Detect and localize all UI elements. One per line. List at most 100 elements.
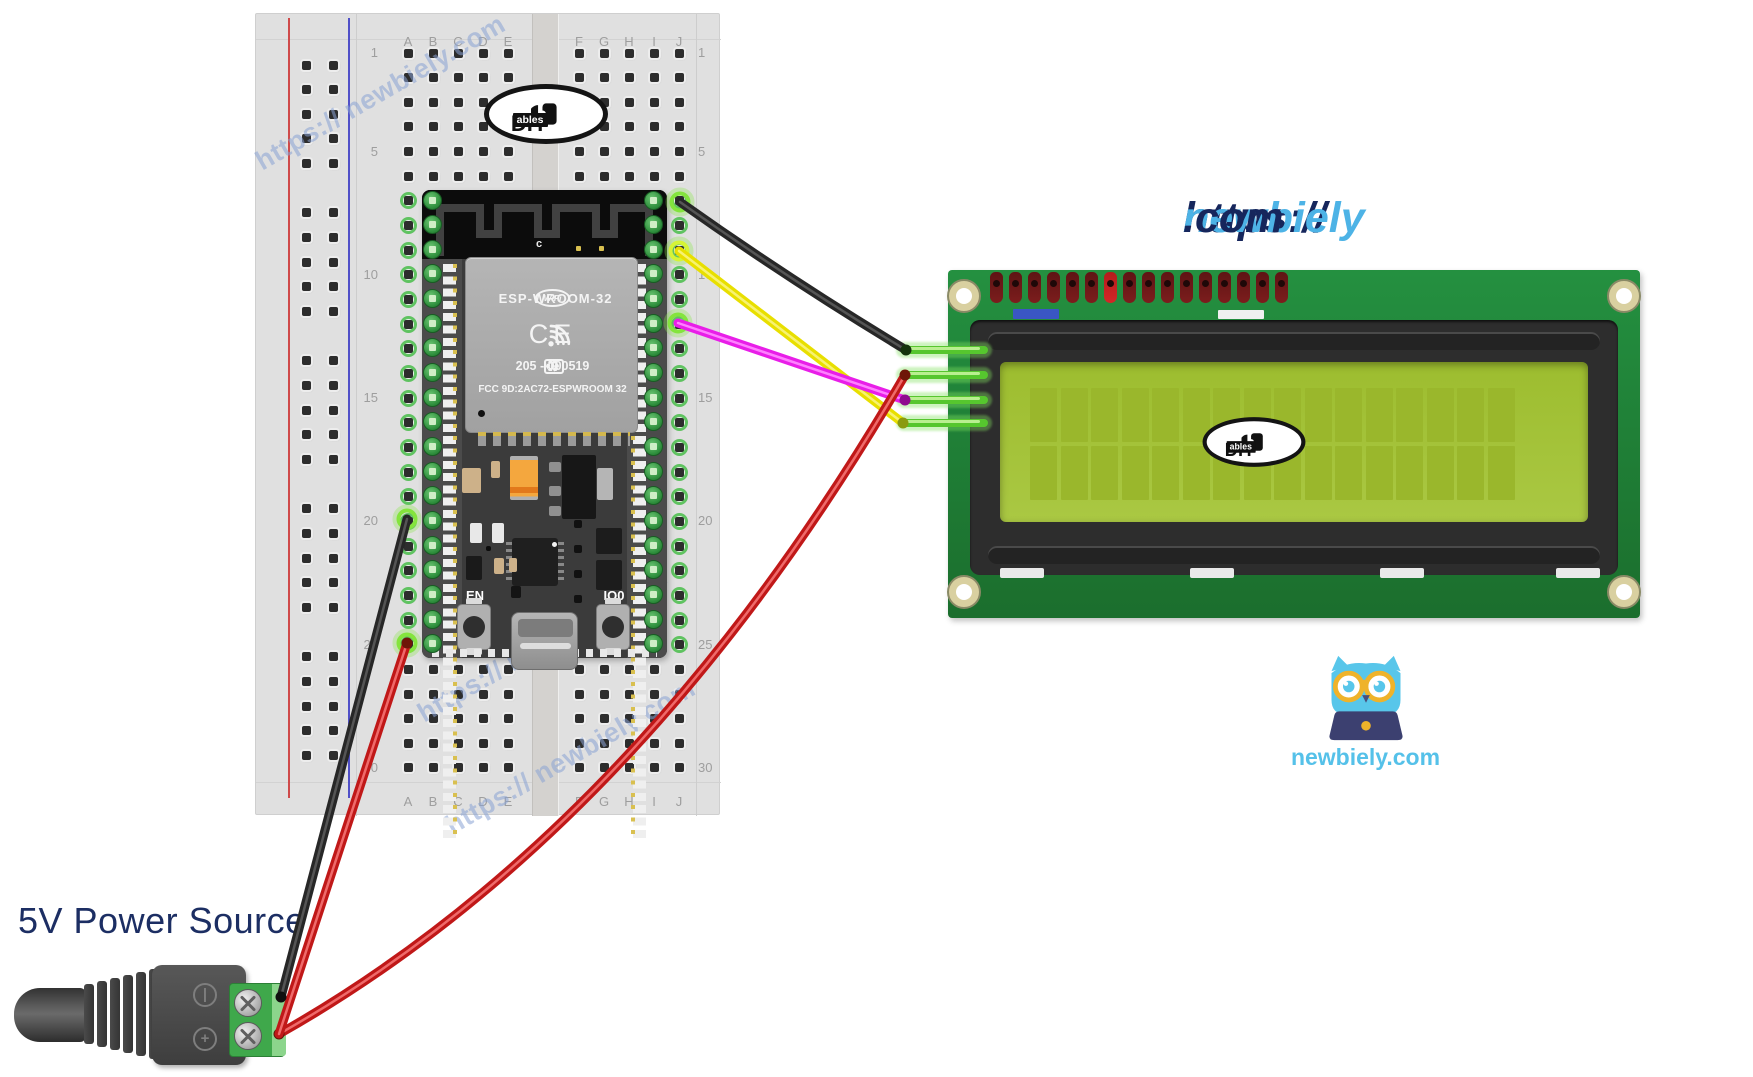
connected-hole-ring (399, 438, 417, 456)
smd-dot (574, 570, 582, 578)
mounting-hole (947, 575, 981, 609)
power-rail-hole (301, 454, 311, 464)
esp32-pin (422, 190, 442, 210)
antenna-test-pad (576, 246, 581, 251)
lcd-pin (1141, 272, 1155, 303)
connected-hole-ring (399, 389, 417, 407)
power-rail-hole (301, 109, 311, 119)
breadboard-hole (574, 714, 584, 724)
power-rail-hole (301, 652, 311, 662)
breadboard-hole (478, 763, 488, 773)
breadboard-hole (453, 122, 463, 132)
connected-hole-ring (399, 562, 417, 580)
char-cell (1121, 446, 1149, 500)
plug-rib (136, 972, 146, 1056)
connected-hole-ring (399, 537, 417, 555)
connected-hole-ring (670, 636, 688, 654)
char-cell (1335, 446, 1362, 500)
mounting-hole (947, 279, 981, 313)
breadboard-hole (599, 73, 609, 83)
esp32-pin (643, 412, 663, 432)
breadboard-hole (599, 763, 609, 773)
breadboard-hole (453, 171, 463, 181)
column-label-C: C (453, 34, 463, 49)
power-rail-hole (328, 60, 338, 70)
connected-hole-ring (670, 266, 688, 284)
power-rail-hole (301, 257, 311, 267)
breadboard-hole (428, 122, 438, 132)
small-ic (511, 586, 521, 598)
polarity-positive-icon: + (193, 1027, 217, 1051)
lcd1602-display: DIY ables (947, 270, 1641, 618)
breadboard-hole (403, 714, 413, 724)
antenna-trace-icon (436, 204, 653, 256)
lcd-leg (900, 396, 988, 404)
esp32-pin (422, 387, 442, 407)
power-rail-hole (328, 282, 338, 292)
connected-hole-ring (670, 414, 688, 432)
breadboard-hole (403, 171, 413, 181)
esp32-pin (422, 289, 442, 309)
antenna-label: c (536, 238, 543, 250)
lcd-pin (1160, 272, 1174, 303)
breadboard-hole (478, 48, 488, 58)
connected-hole-ring (670, 611, 688, 629)
esp32-pin (422, 584, 442, 604)
power-rail-hole (301, 405, 311, 415)
esp-wroom-32-shield: WiFi ESP-WROOM-32 CE ♻ R 205 - 000519 (465, 257, 638, 433)
usb-opening (518, 619, 573, 637)
breadboard-hole (624, 97, 634, 107)
power-rail-hole (301, 208, 311, 218)
chip-pins-right (558, 542, 564, 582)
breadboard-hole (599, 48, 609, 58)
small-component (509, 558, 517, 572)
row-number-15: 15 (698, 390, 713, 406)
power-rail-hole (328, 454, 338, 464)
connected-hole-ring (670, 537, 688, 555)
breadboard-hole (453, 73, 463, 83)
row-number-30: 30 (698, 759, 713, 775)
polarity-negative-icon: | (193, 983, 217, 1007)
lcd-pin (1274, 272, 1288, 303)
breadboard-hole (478, 97, 488, 107)
lcd-pin (1217, 272, 1231, 303)
row-number-25: 25 (363, 636, 378, 652)
terminal-screw (234, 1022, 262, 1050)
char-cell (1426, 446, 1454, 500)
power-rail-hole (328, 430, 338, 440)
esp32-pin (643, 338, 663, 358)
row-number-20: 20 (363, 513, 378, 529)
wifi-arcs-icon (547, 324, 570, 347)
breadboard-hole (599, 664, 609, 674)
breadboard-hole (428, 48, 438, 58)
breadboard-hole (649, 763, 659, 773)
esp32-pin (643, 461, 663, 481)
power-rail-hole (328, 208, 338, 218)
lcd-leg-highlight (906, 372, 980, 375)
breadboard-hole (649, 738, 659, 748)
chip-pin1-dot (552, 542, 557, 547)
small-component (491, 461, 500, 478)
lcd-leg-highlight (906, 420, 980, 423)
column-label-A: A (403, 34, 413, 49)
esp32-pin (643, 609, 663, 629)
boot-button (596, 604, 630, 650)
esp32-pin (643, 634, 663, 654)
ic-right (596, 528, 622, 554)
smd-dot (486, 546, 491, 551)
power-rail-hole (301, 701, 311, 711)
breadboard-hole (674, 664, 684, 674)
breadboard-hole (503, 738, 513, 748)
breadboard-hole (649, 171, 659, 181)
esp32-pin (422, 313, 442, 333)
esp32-pin (643, 313, 663, 333)
esp32-pin (643, 215, 663, 235)
certification-number: 205 - 000519 (515, 359, 590, 373)
breadboard-hole (428, 738, 438, 748)
connected-hole-ring (399, 291, 417, 309)
char-cell (1457, 388, 1484, 442)
breadboard-hole (428, 73, 438, 83)
esp32-pin (422, 560, 442, 580)
connected-hole-ring (670, 512, 688, 530)
esp32-pin (643, 511, 663, 530)
